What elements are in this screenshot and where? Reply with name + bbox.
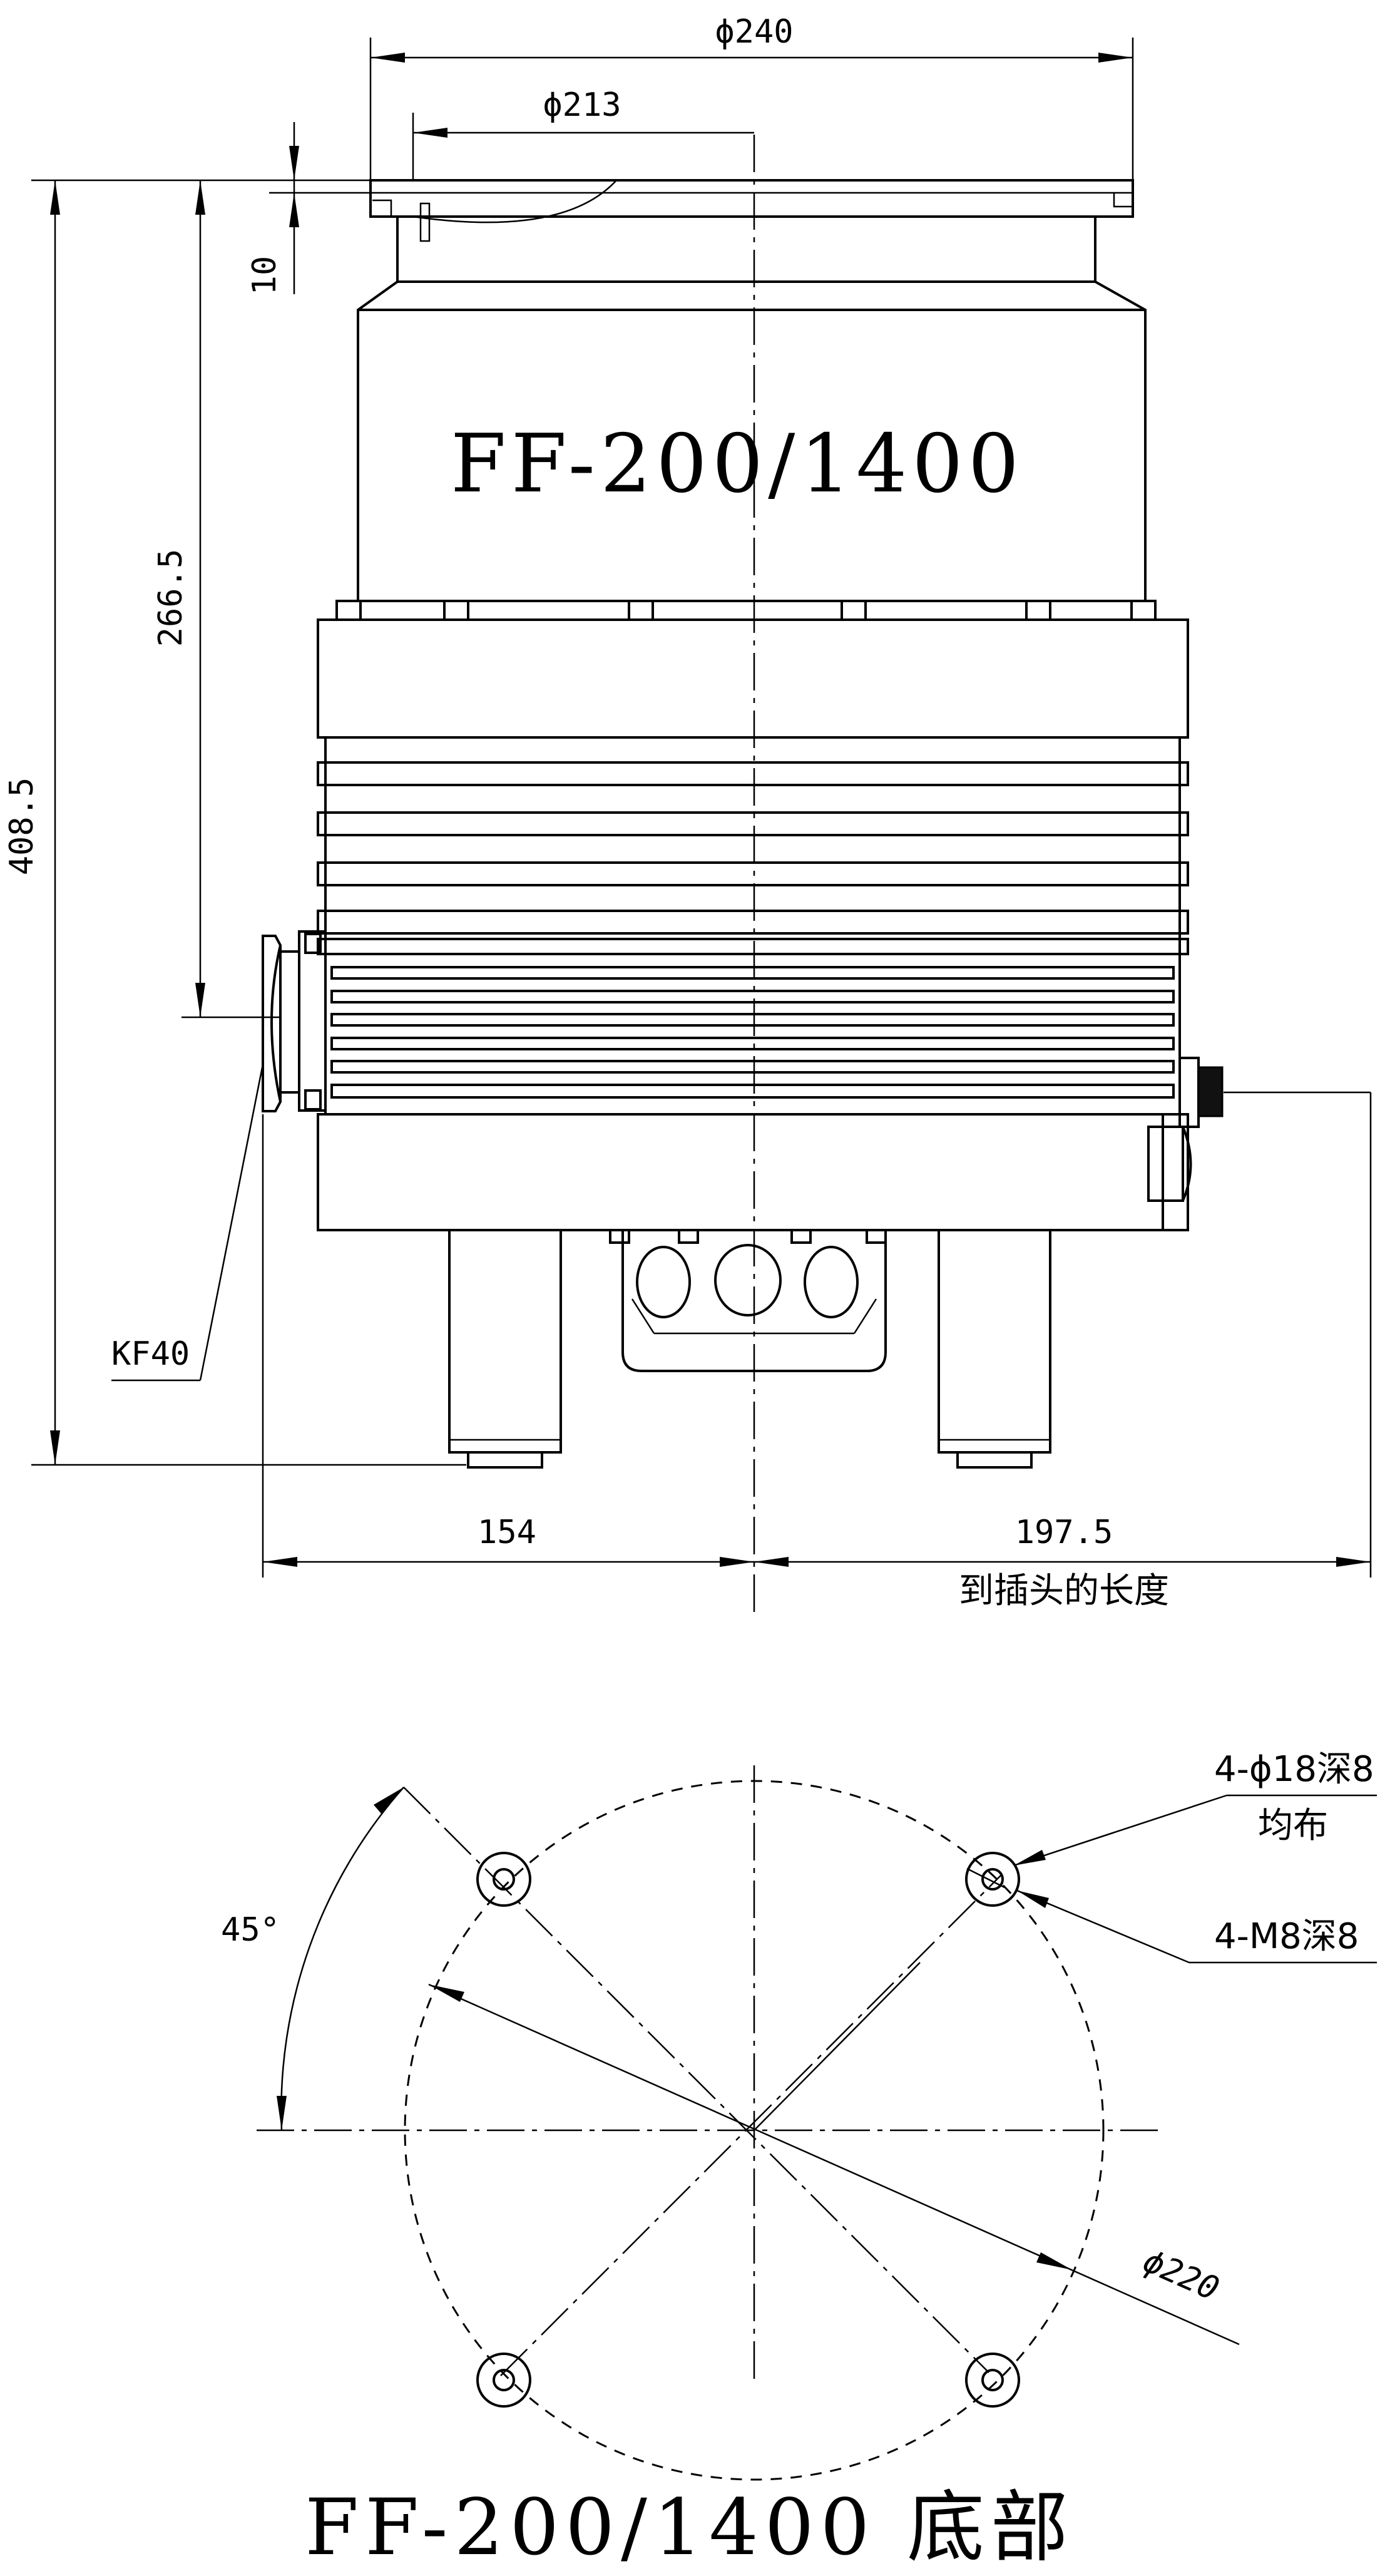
base-outline-circle <box>404 1780 1105 2481</box>
kf40-label: KF40 <box>111 1335 190 1373</box>
kf40-side-flange <box>262 930 327 1112</box>
right-foot <box>938 1229 1051 1469</box>
dim-10-label: 10 <box>246 256 284 295</box>
kf40-leader: KF40 <box>111 1064 264 1382</box>
dimension-266-5: 266.5 <box>152 180 280 1019</box>
lower-base <box>317 1113 1189 1231</box>
bottom-view: 45° ϕ220 4-ϕ18深8 均布 4-M8深8 <box>221 1749 1377 2481</box>
holes-note-1: 4-ϕ18深8 <box>1214 1749 1374 1790</box>
dimension-197-5: 197.5 到插头的长度 <box>754 1091 1372 1611</box>
dim-408-label: 408.5 <box>3 777 41 876</box>
diagonal-line-b <box>500 1874 1002 2376</box>
thread-note: 4-M8深8 <box>1214 1916 1359 1957</box>
dim-154-label: 154 <box>478 1514 536 1551</box>
hole-note-leader: 4-ϕ18深8 均布 <box>1013 1749 1377 1867</box>
angle-label: 45° <box>221 1911 280 1949</box>
dim-phi213-label: ϕ213 <box>543 86 621 124</box>
diagonal-line-a <box>403 1787 989 2373</box>
hole-upper-left <box>476 1852 531 1907</box>
top-flange <box>369 179 1134 283</box>
thread-note-leader: 4-M8深8 <box>966 1867 1377 1964</box>
left-foot <box>448 1229 562 1469</box>
plug-length-note: 到插头的长度 <box>959 1571 1169 1611</box>
dim-phi240-label: ϕ240 <box>715 13 793 51</box>
bottom-port-plate <box>609 1229 887 1372</box>
pcd-220-dimension: ϕ220 <box>428 1983 1240 2346</box>
hole-lower-left <box>476 2353 531 2408</box>
pcd-label: ϕ220 <box>1138 2242 1225 2309</box>
hole-lower-right <box>965 2353 1020 2408</box>
model-label: FF-200/1400 <box>451 418 1024 511</box>
dim-197-label: 197.5 <box>1015 1514 1113 1551</box>
dimension-phi240: ϕ240 <box>369 13 1134 179</box>
angle-45-dimension: 45° <box>221 1787 404 2131</box>
dim-266-label: 266.5 <box>152 549 190 647</box>
front-view: FF-200/1400 <box>3 13 1372 1615</box>
dimension-154: 154 <box>262 1114 754 1578</box>
rib-section <box>317 618 1189 1114</box>
holes-note-2: 均布 <box>1258 1805 1328 1846</box>
dimension-phi213: ϕ213 <box>412 86 754 179</box>
bottom-view-caption: FF-200/1400 底部 <box>305 2483 1075 2573</box>
upper-body: FF-200/1400 <box>335 280 1157 621</box>
plug-connector <box>1147 1057 1224 1202</box>
hole-upper-right <box>965 1852 1020 1907</box>
hole-ray-ur <box>754 1962 921 2131</box>
dimension-408-5: 408.5 <box>3 180 466 1466</box>
